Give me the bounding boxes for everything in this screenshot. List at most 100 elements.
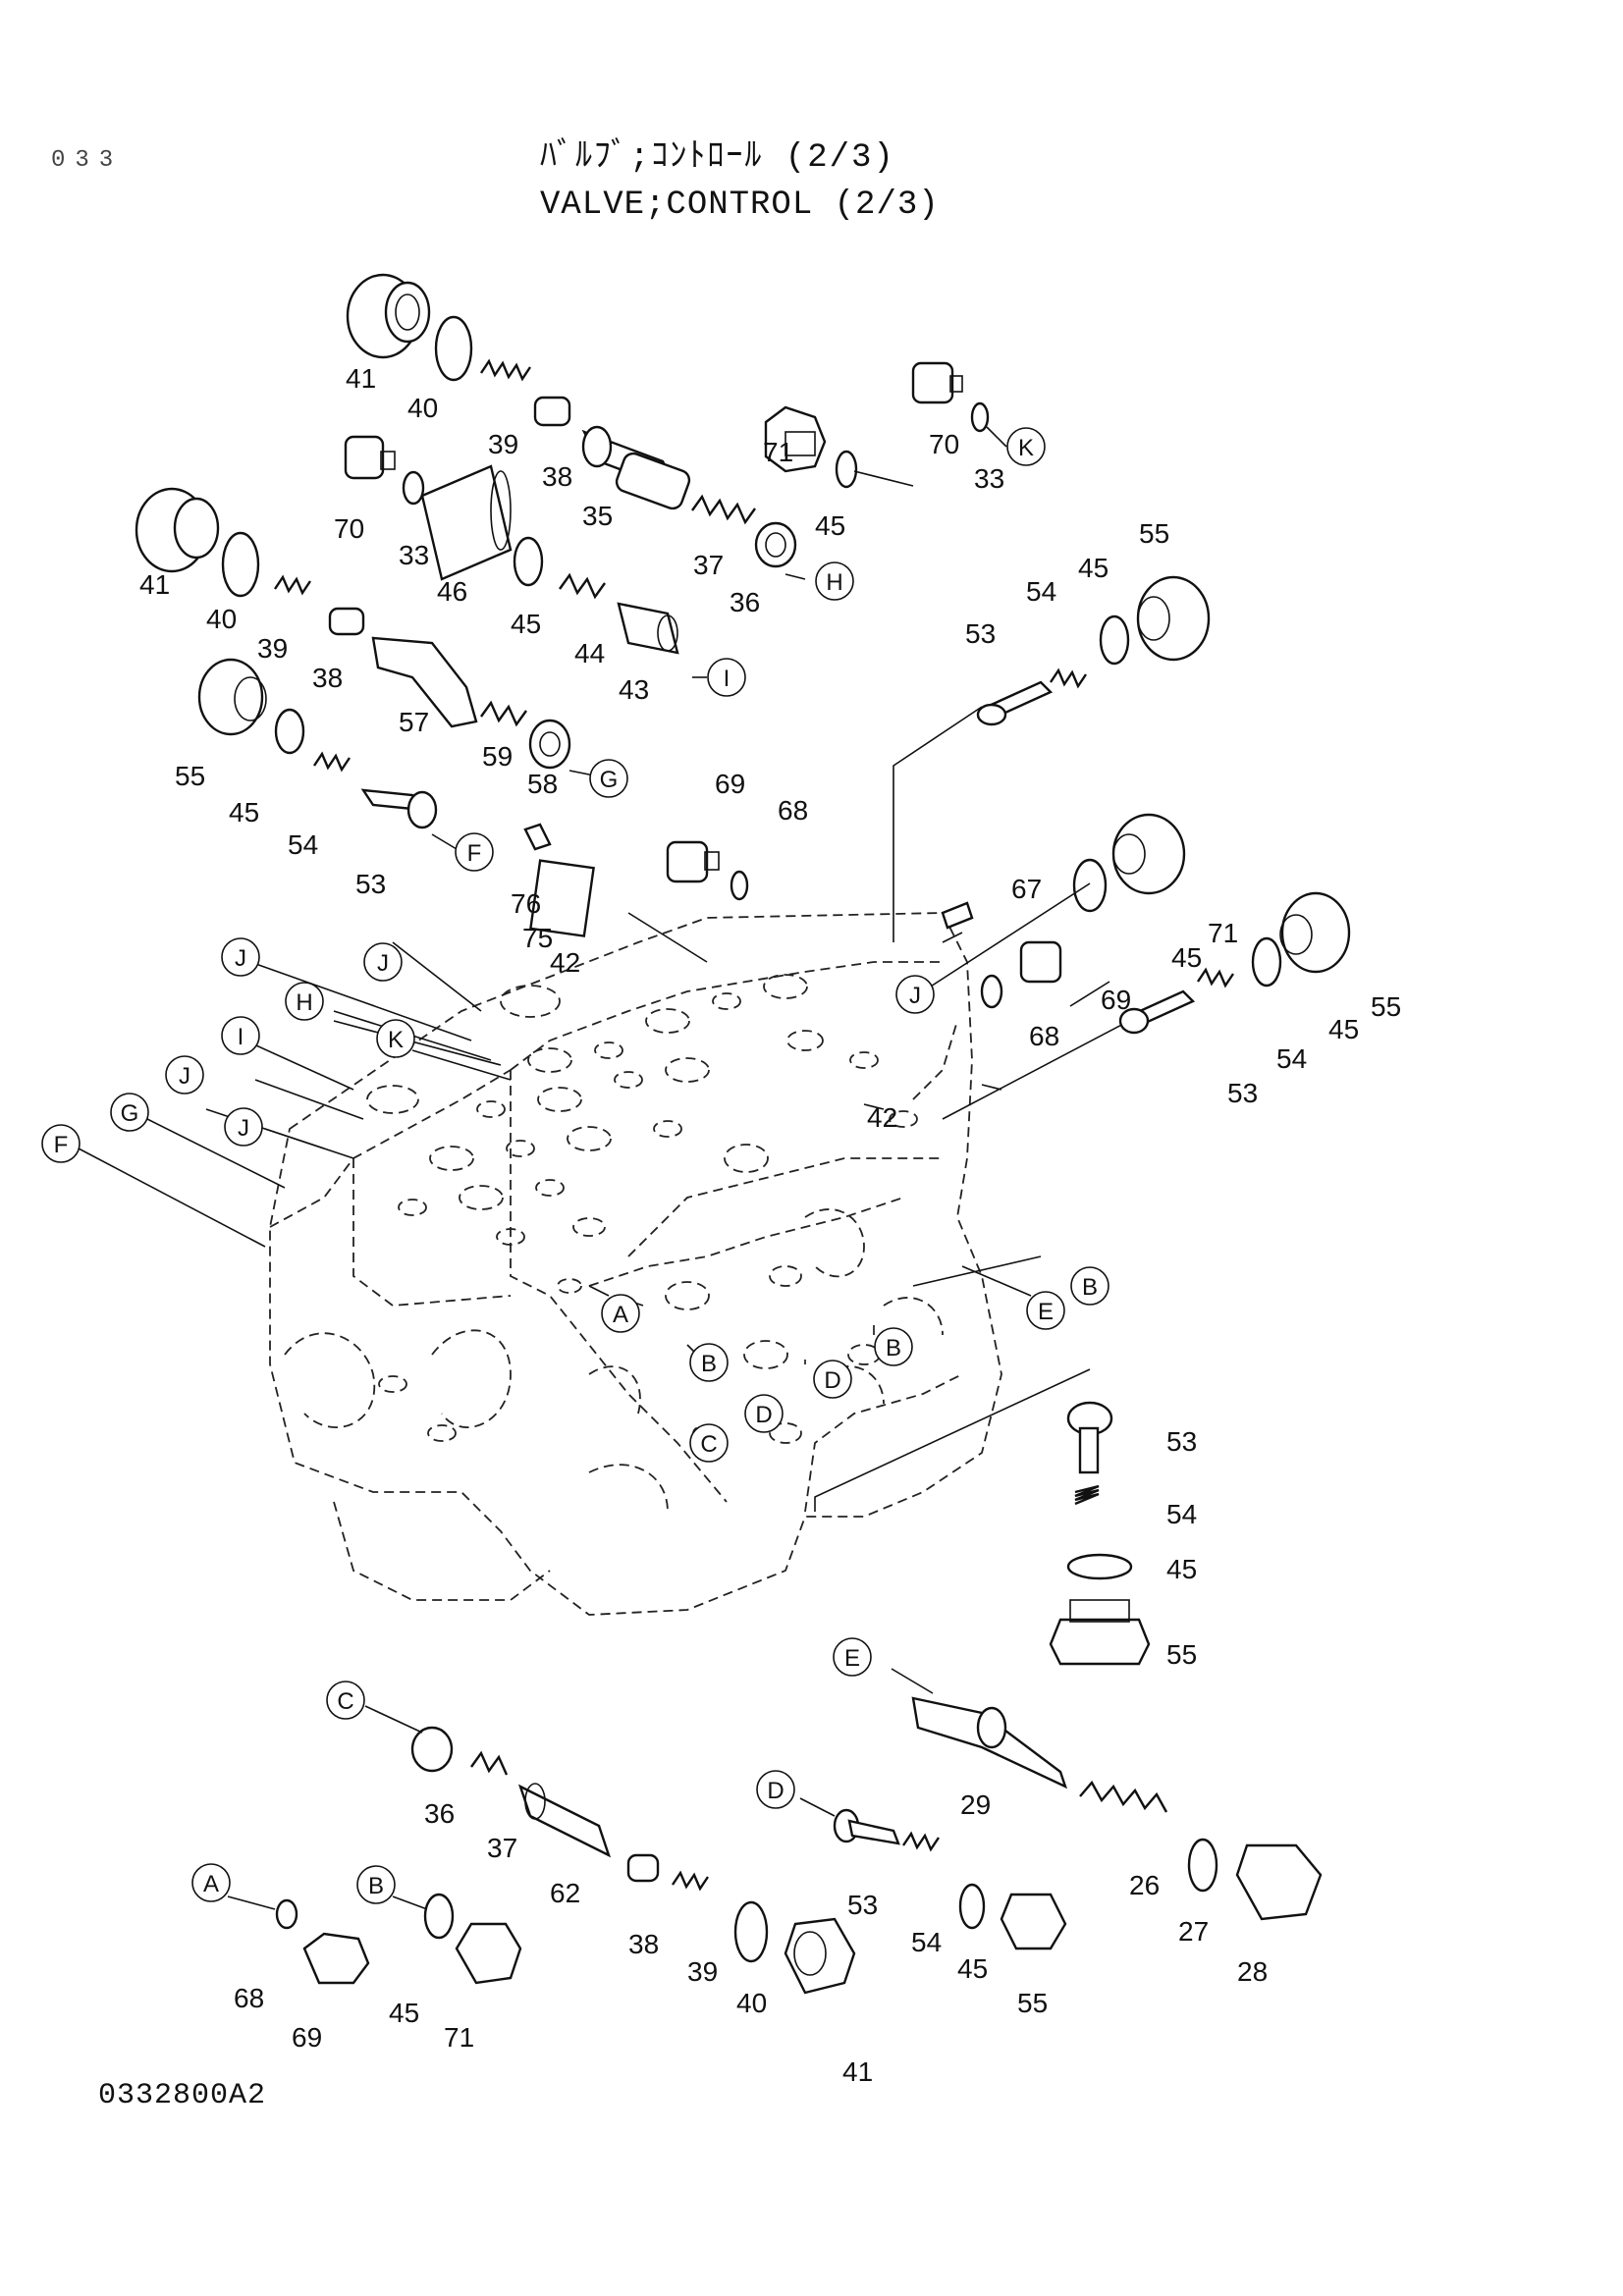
title-english: VALVE;CONTROL (2/3) <box>540 187 940 224</box>
ref-circle-outline <box>455 832 494 872</box>
part-label-55: 55 <box>1371 991 1401 1022</box>
lower-parts <box>227 1668 1323 1995</box>
oring-45-stack <box>1066 1553 1133 1580</box>
part-label-53: 53 <box>965 618 996 649</box>
part-label-38: 38 <box>628 1929 659 1959</box>
part-label-41: 41 <box>139 569 170 600</box>
plug-28 <box>1235 1843 1323 1921</box>
plug-71-low <box>455 1922 522 1985</box>
ref-circle-h: H <box>285 982 324 1021</box>
ref-circle-i: I <box>707 658 746 697</box>
cover-75 <box>529 859 595 937</box>
part-label-45: 45 <box>1171 942 1202 973</box>
ref-letter: A <box>613 1302 628 1328</box>
ref-letter: J <box>179 1063 190 1090</box>
poppet-53-left <box>360 788 438 829</box>
ref-circle-outline <box>601 1294 640 1333</box>
ref-circle-outline <box>224 1107 263 1147</box>
ref-letter: G <box>600 767 619 793</box>
ref-circle-c: C <box>326 1681 365 1720</box>
part-label-43: 43 <box>619 674 649 705</box>
left-parts <box>135 487 571 829</box>
ref-circle-a: A <box>601 1294 640 1333</box>
ref-circle-outline <box>110 1093 149 1132</box>
part-label-42: 42 <box>867 1102 897 1133</box>
ref-letter: D <box>824 1367 840 1394</box>
ref-circle-h: H <box>815 561 854 601</box>
spring-37-low <box>470 1750 509 1776</box>
ref-letter: C <box>700 1431 717 1458</box>
part-label-40: 40 <box>407 393 438 423</box>
ref-circle-outline <box>285 982 324 1021</box>
part-label-45: 45 <box>1328 1014 1359 1044</box>
spring-39-low <box>672 1870 709 1892</box>
oring-45-tr <box>835 450 858 489</box>
ref-circle-e: E <box>1026 1291 1065 1330</box>
spring-59 <box>480 700 527 727</box>
part-label-46: 46 <box>437 576 467 607</box>
ref-circle-d: D <box>813 1360 852 1399</box>
ref-circle-outline <box>41 1124 81 1163</box>
part-label-42: 42 <box>550 947 580 978</box>
plug-55-ru <box>1136 575 1211 662</box>
part-label-45: 45 <box>1166 1554 1197 1584</box>
plug-67 <box>941 901 974 930</box>
ref-circle-j: J <box>165 1055 204 1095</box>
oring-45-r <box>1072 858 1108 913</box>
poppet-53-stack <box>1066 1401 1113 1474</box>
ref-letter: C <box>337 1688 353 1715</box>
spool-29 <box>911 1696 1068 1789</box>
ref-circle-outline <box>589 759 628 798</box>
ref-letter: J <box>238 1115 249 1142</box>
plug-70-tr <box>911 361 963 404</box>
ref-letter: J <box>377 950 389 977</box>
part-label-36: 36 <box>424 1798 455 1829</box>
plug-55-left <box>197 658 267 736</box>
part-label-69: 69 <box>292 2022 322 2053</box>
part-label-55: 55 <box>175 761 205 791</box>
spring-39-left <box>274 574 311 596</box>
part-label-38: 38 <box>312 663 343 693</box>
part-label-40: 40 <box>736 1988 767 2018</box>
ref-circle-j: J <box>363 942 403 982</box>
spring-54-left <box>313 751 351 773</box>
plug-76 <box>523 823 552 851</box>
part-label-54: 54 <box>1276 1043 1307 1074</box>
plug-41-left <box>135 487 220 573</box>
part-label-37: 37 <box>693 550 724 580</box>
part-label-70: 70 <box>929 429 959 459</box>
ref-circle-outline <box>1006 427 1046 466</box>
ref-circle-f: F <box>455 832 494 872</box>
piston-43 <box>617 602 679 655</box>
oring-40-top <box>434 315 473 382</box>
part-label-39: 39 <box>488 429 518 459</box>
seat-38-top <box>533 396 571 427</box>
seat-58 <box>528 719 571 770</box>
spring-44 <box>559 572 606 600</box>
part-label-39: 39 <box>687 1956 718 1987</box>
plug-69-r <box>1019 940 1062 984</box>
oring-33-tr <box>970 401 990 433</box>
ref-circle-outline <box>221 937 260 977</box>
oring-45-r2 <box>1251 936 1282 988</box>
ref-circle-outline <box>689 1343 729 1382</box>
part-label-55: 55 <box>1017 1988 1048 2018</box>
part-label-35: 35 <box>582 501 613 531</box>
oring-40-low <box>733 1900 769 1963</box>
ref-circle-outline <box>165 1055 204 1095</box>
ref-circle-e: E <box>833 1637 872 1677</box>
right-upper-parts <box>523 575 1351 1035</box>
ref-circle-outline <box>356 1865 396 1904</box>
plug-55-r <box>1279 891 1351 974</box>
ref-letter: I <box>238 1024 244 1050</box>
ref-circle-outline <box>707 658 746 697</box>
part-label-54: 54 <box>1026 576 1056 607</box>
ref-circle-d: D <box>744 1394 784 1433</box>
ref-circle-outline <box>895 975 935 1014</box>
plug-71-r <box>1111 813 1186 895</box>
part-label-26: 26 <box>1129 1870 1160 1900</box>
part-label-41: 41 <box>842 2056 873 2087</box>
ref-letter: F <box>467 840 482 867</box>
ref-letter: K <box>1018 435 1034 461</box>
part-label-67: 67 <box>1011 874 1042 904</box>
